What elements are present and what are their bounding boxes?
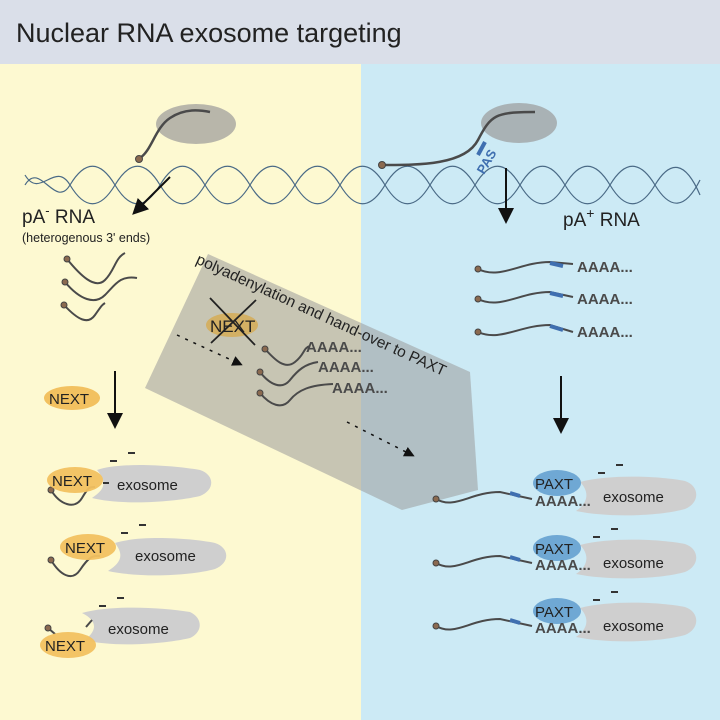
right-complex-3: exosome PAXT AAAA... [432,591,697,642]
next-factor [47,467,103,493]
dotted-arrow-2 [346,421,415,457]
paxt-factor-label: PAXT [535,476,573,493]
pA-minus-rnas [63,252,138,322]
exosome-shape [576,539,697,579]
next-factor-label: NEXT [65,540,105,557]
exosome-label: exosome [108,621,169,638]
nascent-rna-right [381,110,536,167]
exosome-label: exosome [603,555,664,572]
pA-plus-tail: AAAA... [577,324,633,341]
next-factor-label: NEXT [49,391,89,408]
exosome-shape [82,607,200,645]
next-factor-label: NEXT [45,638,85,655]
paxt-factor [533,598,581,624]
handover-tail: AAAA... [332,380,388,397]
exosome-label: exosome [117,477,178,494]
dna-helix [24,165,701,205]
exosome-label: exosome [603,489,664,506]
paxt-factor [533,535,581,561]
page-title: Nuclear RNA exosome targeting [16,18,402,48]
handover-rnas [259,345,334,407]
pA-plus-rnas [474,260,574,337]
pA-minus-subheading: (heterogenous 3' ends) [22,231,150,245]
pas-segment [476,141,487,156]
rna-cap-icon [378,161,386,169]
paxt-factor-label: PAXT [535,604,573,621]
arrow-to-pA-minus [132,176,171,215]
handover-tail: AAAA... [306,339,362,356]
next-crossed [206,313,258,337]
left-complex-2: exosome NEXT [47,524,227,578]
paxt-tail: AAAA... [535,620,591,637]
exosome-shape [92,465,212,503]
pA-plus-tail: AAAA... [577,259,633,276]
exosome-shape [108,538,227,576]
header-band [0,0,720,64]
next-factor [40,632,96,658]
right-complex-2: exosome PAXT AAAA... [432,528,697,579]
polymerase-right [481,103,557,143]
paxt-tail: AAAA... [535,557,591,574]
dotted-arrow-1 [176,334,243,366]
next-factor [44,386,100,410]
left-complex-1: exosome NEXT [47,452,212,506]
exosome-label: exosome [135,548,196,565]
rna-cap-icon [135,155,143,163]
handover-tail: AAAA... [318,359,374,376]
rna-caps [256,345,269,397]
next-factor-label: NEXT [52,473,92,490]
left-complex-3: exosome NEXT [40,597,200,658]
exosome-shape [576,476,697,516]
rna-caps [60,255,71,309]
paxt-factor [533,470,581,496]
next-factor [60,534,116,560]
paxt-factor-label: PAXT [535,541,573,558]
right-complex-1: exosome PAXT AAAA... [432,464,697,516]
next-crossed-label: NEXT [210,317,255,336]
paxt-tail: AAAA... [535,493,591,510]
cross-icon [209,297,257,346]
pA-plus-heading: pA+ RNA [563,205,640,231]
nascent-rna-left [139,109,211,160]
exosome-label: exosome [603,618,664,635]
exosome-shape [576,602,697,642]
pA-plus-tail: AAAA... [577,291,633,308]
pA-minus-heading: pA- RNA [22,203,95,228]
